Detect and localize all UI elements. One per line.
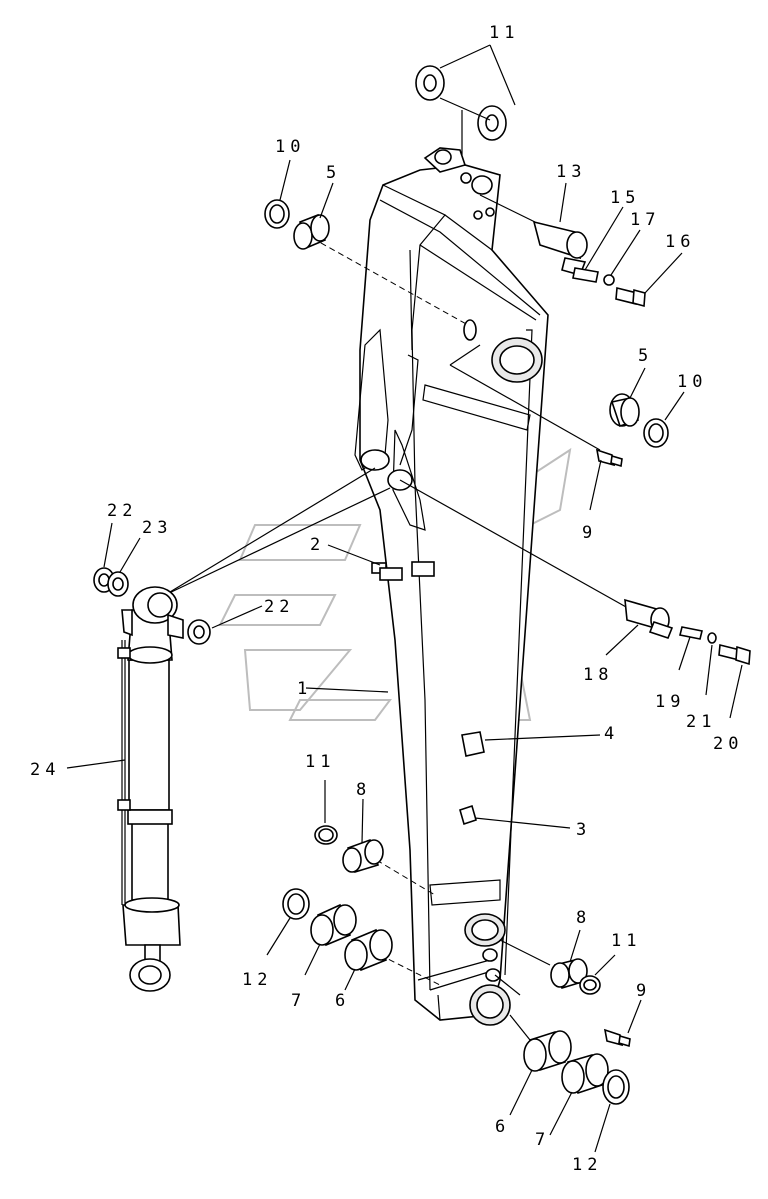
part-24-cylinder [117, 586, 184, 992]
callout-2: 2 [310, 535, 325, 555]
callout-3: 3 [576, 820, 591, 840]
callout-7-left: 7 [291, 991, 306, 1011]
part-12-ring-right [602, 1069, 630, 1105]
callout-13: 13 [556, 162, 586, 182]
part-8-bushing-right [550, 958, 588, 989]
part-17-shims [415, 44, 516, 155]
part-10-ring-top [264, 199, 290, 229]
callout-6-left: 6 [335, 991, 350, 1011]
part-8-bushing-left [342, 838, 384, 874]
callout-8-left: 8 [356, 780, 371, 800]
callout-23: 23 [142, 518, 172, 538]
callout-11-left: 11 [305, 752, 335, 772]
part-13-pin [532, 220, 588, 276]
callout-16: 17 [630, 210, 660, 230]
part-10-ring-right [643, 418, 669, 448]
part-22-23-washers [93, 567, 211, 645]
part-16-washer [603, 274, 615, 286]
callout-7-right: 7 [535, 1130, 550, 1150]
part-5-bushing-top [293, 213, 330, 250]
part-12-ring-left [282, 888, 310, 920]
callout-10-right: 10 [677, 372, 707, 392]
part-5-bushing-right [609, 393, 640, 428]
part-6-bushing-left [344, 928, 393, 972]
callout-4: 4 [604, 724, 619, 744]
callout-12-right: 12 [572, 1155, 602, 1175]
callout-14: 15 [610, 188, 640, 208]
callout-24: 24 [30, 760, 60, 780]
callout-21: 21 [686, 712, 716, 732]
callout-20: 20 [713, 734, 743, 754]
callout-22-top: 22 [107, 501, 137, 521]
callout-8-right: 8 [576, 908, 591, 928]
part-18-pin [624, 598, 674, 639]
callout-6-right: 6 [495, 1117, 510, 1137]
callout-5-right: 5 [638, 346, 653, 366]
callout-15: 16 [665, 232, 695, 252]
callout-22-right: 22 [264, 597, 294, 617]
part-14-plate [572, 267, 599, 283]
callout-11-right: 11 [611, 931, 641, 951]
boom-assembly [354, 147, 549, 1026]
callout-labels: 11 10 5 13 15 17 16 5 10 9 2 1 22 23 22 … [30, 23, 743, 1175]
callout-5-top: 5 [326, 163, 341, 183]
leader-lines [66, 159, 743, 1153]
part-20-bolt [718, 643, 751, 666]
part-19-plate [679, 626, 703, 640]
callout-9-upper: 9 [582, 523, 597, 543]
part-6-bushing-right [523, 1030, 572, 1072]
part-15-bolt [615, 286, 646, 308]
part-21-washer [707, 632, 717, 644]
part-7-bushing-right [561, 1053, 609, 1095]
callout-10-top: 10 [275, 137, 305, 157]
part-11-ring-right [579, 975, 601, 995]
callout-19: 19 [655, 692, 685, 712]
callout-12-left: 12 [242, 970, 272, 990]
part-9-fitting-lower [603, 1028, 631, 1048]
callout-18: 18 [583, 665, 613, 685]
callout-17: 11 [489, 23, 519, 43]
callout-9-lower: 9 [636, 981, 651, 1001]
callout-1: 1 [297, 679, 312, 699]
pin-center-lines [164, 194, 636, 1041]
part-7-bushing-left [310, 903, 357, 947]
part-11-ring-left [314, 825, 338, 845]
